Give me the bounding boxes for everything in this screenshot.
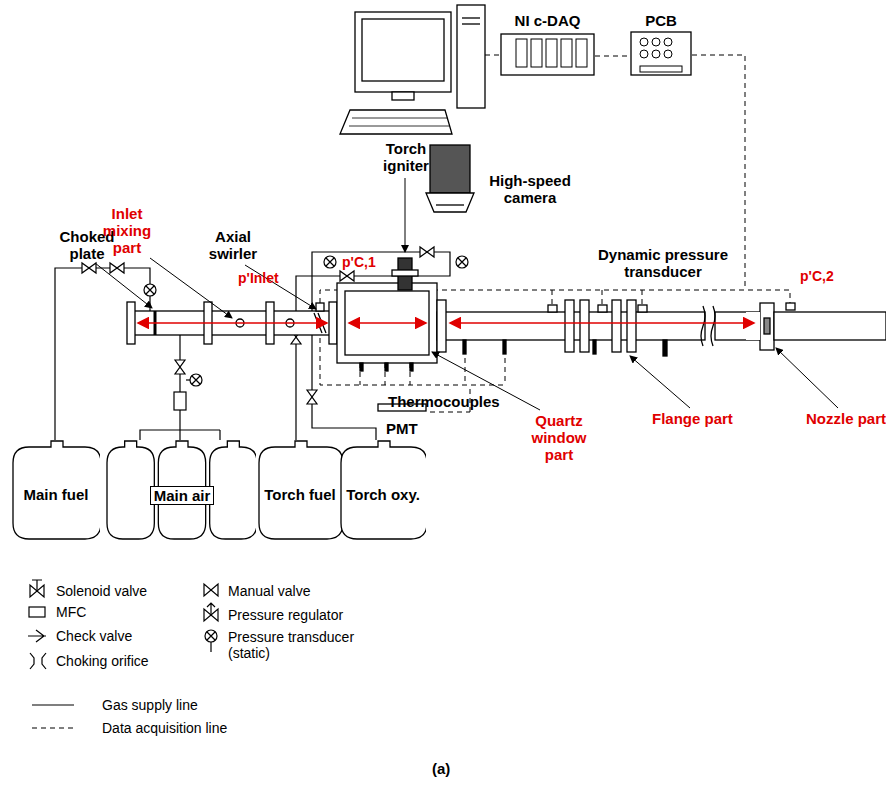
- signal-name: p'C,1: [342, 254, 376, 271]
- cylinder-label: Torch oxy.: [346, 486, 420, 503]
- legend-text: Choking orifice: [56, 653, 149, 669]
- part-label: Dynamic pressure transducer: [596, 246, 730, 280]
- cylinder-label: Main fuel: [23, 486, 88, 503]
- part-label: PMT: [386, 420, 418, 437]
- part-label: Nozzle part: [806, 410, 886, 427]
- legend-text: Pressure transducer (static): [228, 629, 373, 661]
- part-label: Quartz window part: [526, 412, 592, 463]
- legend-text: Manual valve: [228, 583, 311, 599]
- daq-module: NI c-DAQ: [500, 12, 595, 76]
- gas-cylinder: Torch fuel: [258, 440, 342, 540]
- cylinder-label: Torch fuel: [264, 486, 335, 503]
- part-label: Axial swirler: [204, 228, 262, 262]
- data-line: [595, 56, 630, 57]
- gas-cylinder: Main fuel: [12, 440, 100, 540]
- part-label: Thermocouples: [388, 393, 500, 410]
- part-label: Flange part: [652, 410, 733, 427]
- legend-text: Check valve: [56, 628, 132, 644]
- gas-cylinder: Torch oxy.: [340, 440, 426, 540]
- device-label: NI c-DAQ: [515, 12, 581, 29]
- device-label: PCB: [645, 12, 677, 29]
- part-label: Inlet mixing part: [96, 205, 158, 256]
- signal-name: p'Inlet: [238, 270, 279, 287]
- signal-name: p'C,2: [800, 268, 834, 285]
- legend-text: Solenoid valve: [56, 583, 147, 599]
- gas-cylinder: Main air: [106, 440, 256, 540]
- legend-text: Data acquisition line: [102, 720, 227, 736]
- cylinder-label: Main air: [150, 486, 215, 505]
- daq-module: PCB: [630, 12, 692, 76]
- legend-text: Gas supply line: [102, 697, 198, 713]
- legend-text: Pressure regulator: [228, 607, 343, 623]
- part-label: High-speed camera: [478, 172, 582, 206]
- part-label: Torch igniter: [370, 140, 442, 174]
- figure-tag: (a): [432, 760, 450, 777]
- legend-text: MFC: [56, 604, 86, 620]
